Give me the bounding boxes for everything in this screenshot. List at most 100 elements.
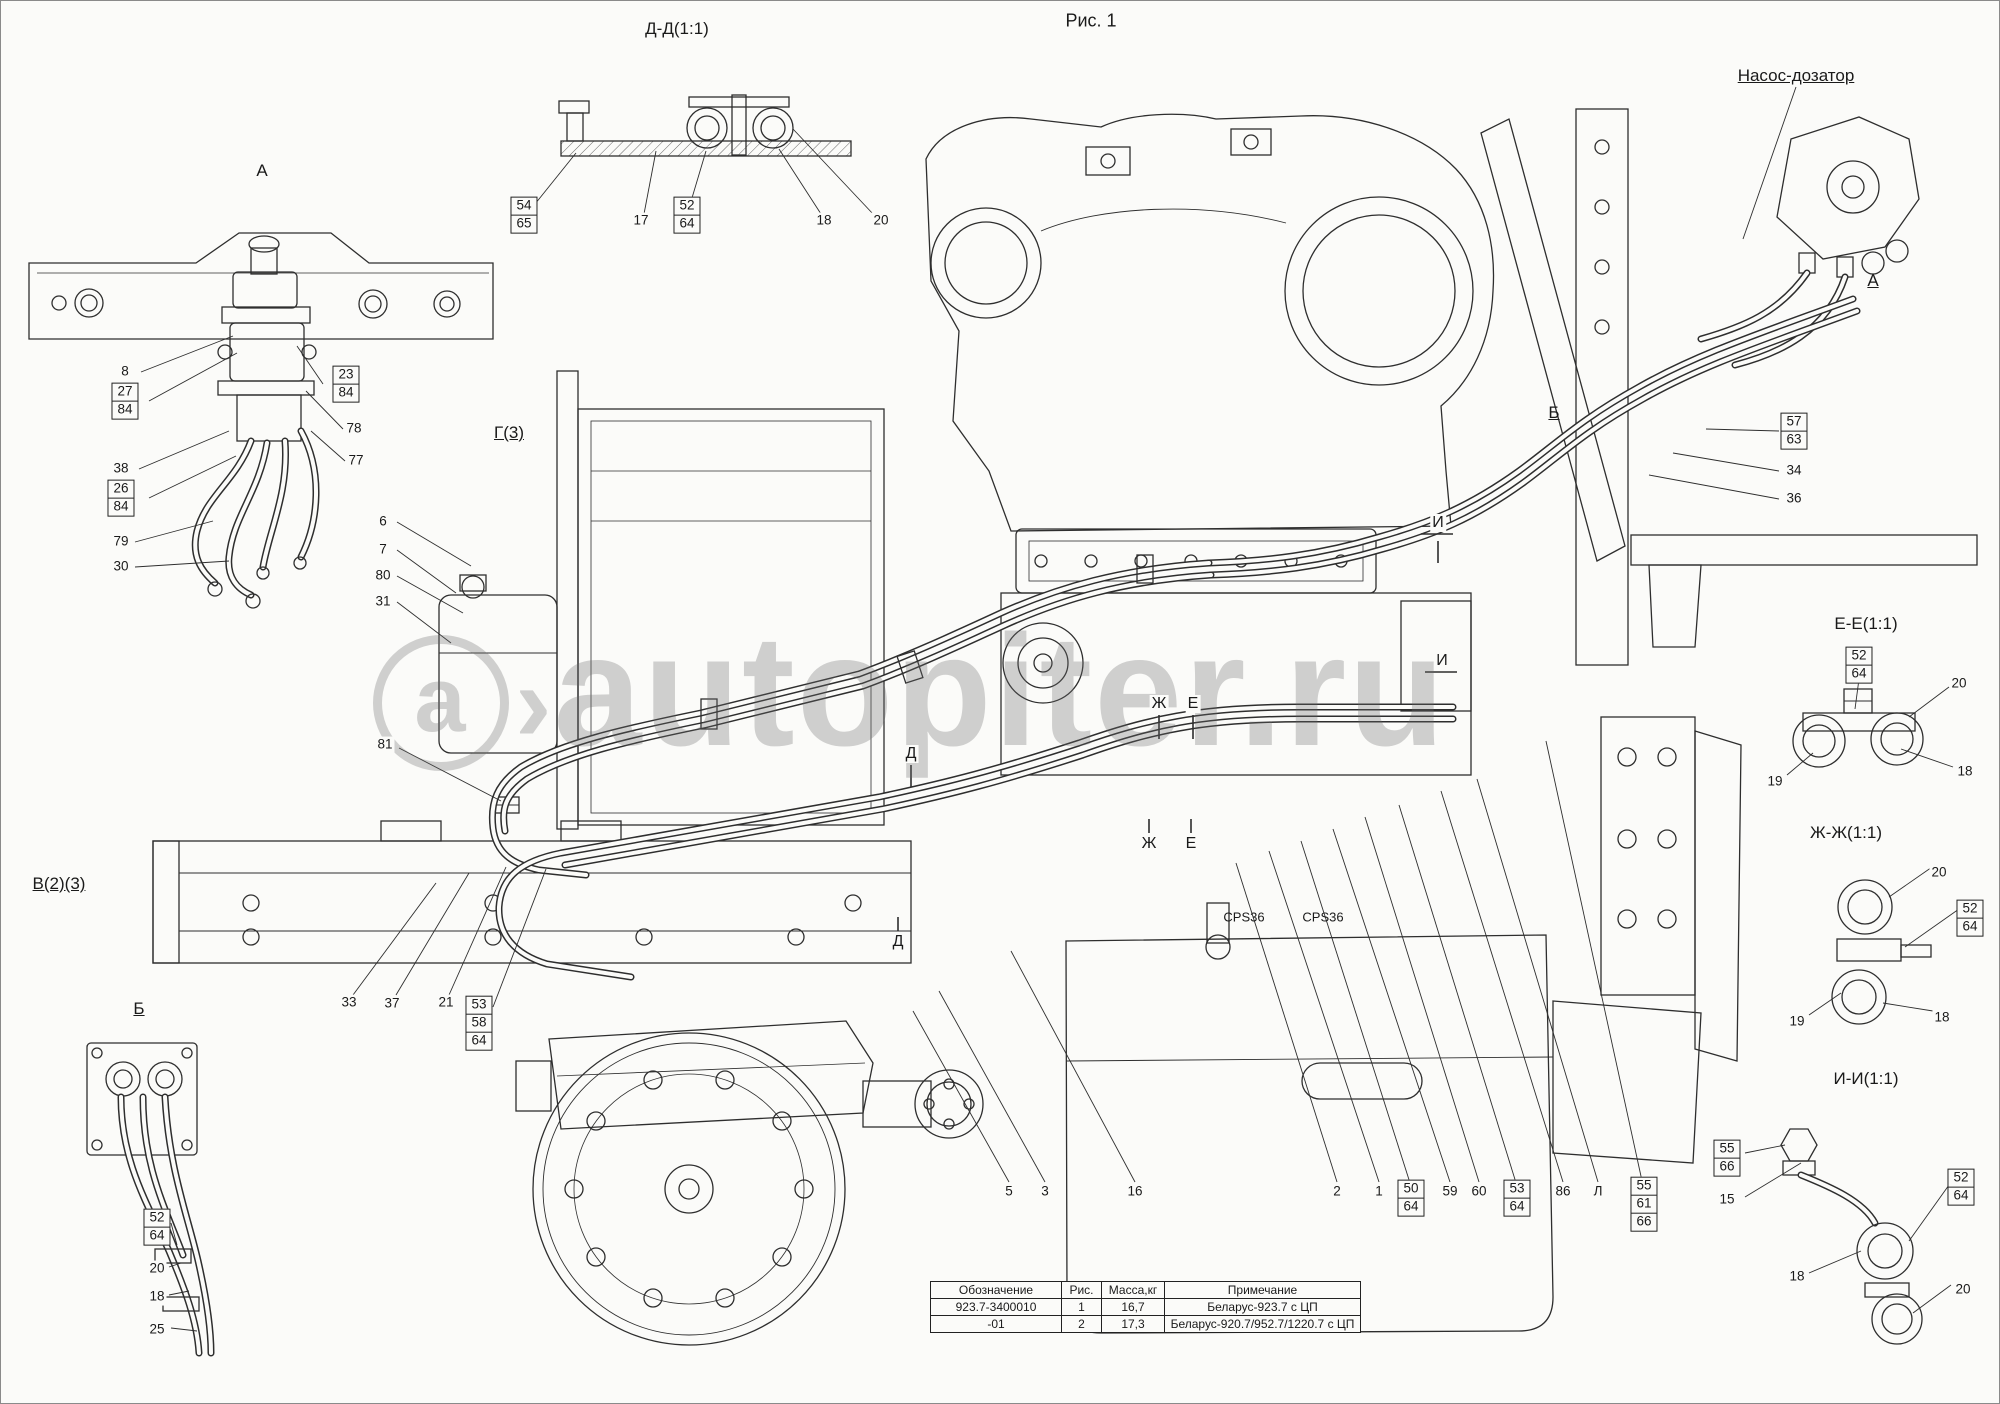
- spec-table-row: 923.7-3400010 1 16,7 Беларус-923.7 с ЦП: [930, 1298, 1361, 1316]
- steering-metering-pump: [1697, 116, 1920, 369]
- callout: 17: [631, 212, 651, 230]
- watermark: a›autopiter.ru: [373, 601, 1447, 782]
- callout: 81: [375, 736, 395, 754]
- detail-ee: [1792, 688, 1924, 768]
- section-mark-i2: И: [1434, 652, 1450, 670]
- detail-dd-bracket: [558, 94, 852, 157]
- spec-table: Обозначение Рис. Масса,кг Примечание 923…: [930, 1281, 1361, 1333]
- callout: 7: [377, 541, 389, 559]
- callout: 25: [147, 1321, 167, 1339]
- callout: 80: [373, 567, 393, 585]
- spec-cell: 923.7-3400010: [930, 1298, 1062, 1316]
- callout: 31: [373, 593, 393, 611]
- spec-cell: Беларус-920.7/952.7/1220.7 с ЦП: [1164, 1315, 1361, 1333]
- view-label-b-left: Б: [133, 999, 145, 1018]
- annotation-nasos-dozator: Насос-дозатор: [1737, 66, 1855, 85]
- spec-header-note: Примечание: [1164, 1281, 1361, 1299]
- spec-table-row: -01 2 17,3 Беларус-920.7/952.7/1220.7 с …: [930, 1315, 1361, 1333]
- callout: 78: [344, 420, 364, 438]
- callout: 59: [1440, 1183, 1460, 1201]
- callout: 5: [1003, 1183, 1015, 1201]
- spec-cell: 16,7: [1101, 1298, 1165, 1316]
- view-label-b-right: Б: [1548, 403, 1560, 422]
- callout: 6: [377, 513, 389, 531]
- callout: 2: [1331, 1183, 1343, 1201]
- view-label-ii: И-И(1:1): [1833, 1069, 1899, 1088]
- callout: 19: [1787, 1013, 1807, 1031]
- callout: 30: [111, 558, 131, 576]
- callout: 20: [1949, 675, 1969, 693]
- section-mark-zh2: Ж: [1139, 835, 1159, 853]
- spec-header-fig: Рис.: [1061, 1281, 1102, 1299]
- callout: 18: [147, 1288, 167, 1306]
- spec-cell: 2: [1061, 1315, 1102, 1333]
- section-mark-i1: И: [1430, 514, 1446, 532]
- view-label-a-left: А: [256, 161, 268, 180]
- callout: 20: [1929, 864, 1949, 882]
- callout: Л: [1591, 1183, 1605, 1201]
- leader-lines: [134, 86, 1960, 1332]
- callout: 20: [871, 212, 891, 230]
- front-axle-steering-valve: [28, 232, 494, 609]
- watermark-text: autopiter.ru: [553, 603, 1447, 779]
- callout: 21: [436, 994, 456, 1012]
- section-tick-marks: [897, 533, 1457, 931]
- view-label-zhzh: Ж-Ж(1:1): [1809, 823, 1883, 842]
- callout: 1: [1373, 1183, 1385, 1201]
- callout: 16: [1125, 1183, 1145, 1201]
- spec-header-designation: Обозначение: [930, 1281, 1062, 1299]
- hydraulic-pipes: [488, 295, 1861, 981]
- callout: 3: [1039, 1183, 1051, 1201]
- callout: 79: [111, 533, 131, 551]
- callout: 38: [111, 460, 131, 478]
- spec-table-header-row: Обозначение Рис. Масса,кг Примечание: [930, 1281, 1361, 1299]
- detail-ii: [1780, 1128, 1923, 1345]
- callout: 18: [1932, 1009, 1952, 1027]
- frame-rail: [152, 820, 912, 964]
- callout: 15: [1717, 1191, 1737, 1209]
- spec-cell: -01: [930, 1315, 1062, 1333]
- cab-frame: [1480, 108, 1978, 1062]
- watermark-logo: a: [373, 635, 509, 772]
- callout: 36: [1784, 490, 1804, 508]
- callout: 18: [1955, 763, 1975, 781]
- view-label-g3: Г(3): [494, 423, 524, 442]
- transmission: [515, 1020, 984, 1346]
- callout: 34: [1784, 462, 1804, 480]
- callout: 19: [1765, 773, 1785, 791]
- engine: [925, 113, 1702, 1334]
- detail-zhzh: [1831, 879, 1932, 1025]
- section-mark-e1: Е: [1185, 695, 1201, 713]
- view-label-a-right: А: [1867, 271, 1879, 290]
- view-label-dd: Д-Д(1:1): [645, 19, 709, 38]
- spec-cell: 17,3: [1101, 1315, 1165, 1333]
- spec-cell: Беларус-923.7 с ЦП: [1164, 1298, 1361, 1316]
- section-mark-d2: Д: [890, 933, 906, 951]
- figure-title: Рис. 1: [1065, 10, 1117, 31]
- callout: 20: [1953, 1281, 1973, 1299]
- detail-b-left: [86, 1042, 215, 1357]
- callout: 86: [1553, 1183, 1573, 1201]
- marking-cps36-1: CPS36: [1223, 909, 1265, 925]
- section-mark-d1: Д: [903, 745, 919, 763]
- callout: 8: [119, 363, 131, 381]
- view-label-v23: В(2)(3): [32, 874, 86, 893]
- section-mark-e2: Е: [1183, 835, 1199, 853]
- callout: 77: [346, 452, 366, 470]
- callout: 18: [1787, 1268, 1807, 1286]
- callout: 20: [147, 1260, 167, 1278]
- spec-header-mass: Масса,кг: [1101, 1281, 1165, 1299]
